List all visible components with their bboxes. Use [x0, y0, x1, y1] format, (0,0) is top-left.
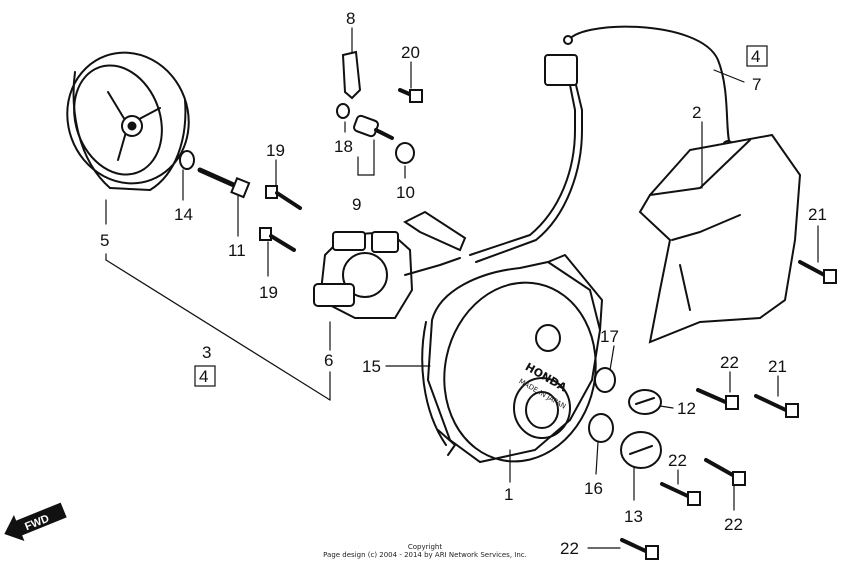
cap-13: [620, 431, 662, 469]
bolt-21-lower: [754, 394, 799, 418]
callout-8: 8: [346, 9, 355, 28]
bolt-19-lower: [259, 227, 296, 252]
o-ring-17: [594, 367, 616, 393]
callout-17: 17: [600, 327, 619, 346]
callout-22-c: 22: [724, 515, 743, 534]
callout-16: 16: [584, 479, 603, 498]
o-ring-16: [588, 413, 614, 443]
copyright-line-1: Copyright: [408, 543, 442, 551]
bolt-20: [398, 88, 423, 103]
bracket-8: [341, 50, 362, 100]
callout-19-lower: 19: [259, 283, 278, 302]
callout-4-left: 4: [199, 367, 208, 386]
callout-14: 14: [174, 205, 193, 224]
callout-1: 1: [504, 485, 513, 504]
fwd-label: FWD: [23, 513, 51, 534]
cap-12: [628, 389, 662, 415]
callout-21-lower: 21: [768, 357, 787, 376]
leader-lines: [105, 27, 819, 549]
neutral-switch-9: [353, 114, 394, 140]
bolt-19-upper: [265, 185, 302, 210]
stator: [313, 230, 461, 319]
fwd-arrow: FWD: [4, 502, 67, 541]
washer-14: [179, 150, 195, 170]
callout-20: 20: [401, 43, 420, 62]
callout-5: 5: [100, 231, 109, 250]
callout-box-left: [194, 365, 216, 387]
callout-19-upper: 19: [266, 141, 285, 160]
callout-7: 7: [752, 75, 761, 94]
callout-22-a: 22: [720, 353, 739, 372]
callout-2: 2: [692, 103, 701, 122]
callout-9: 9: [352, 195, 361, 214]
bolt-22-d: [620, 538, 659, 560]
callout-15: 15: [362, 357, 381, 376]
callout-11: 11: [228, 241, 246, 260]
bolt-11: [197, 167, 251, 199]
bolt-21-upper: [798, 260, 837, 284]
callout-labels: 8 20 18 9 10 19 14 11 5 19 3 4 6 15 1 4 …: [100, 9, 827, 558]
cap-10: [395, 142, 415, 164]
callout-4-right: 4: [751, 47, 760, 66]
callout-21-upper: 21: [808, 205, 827, 224]
callout-13: 13: [624, 507, 643, 526]
bolt-22-b: [704, 458, 746, 486]
crankcase-cover: HONDA MADE IN JAPAN: [426, 254, 603, 464]
callout-22-d: 22: [560, 539, 579, 558]
wire-clamp: [403, 210, 467, 252]
callout-12: 12: [677, 399, 696, 418]
callout-6: 6: [324, 351, 333, 370]
bolt-22-a: [696, 388, 739, 410]
gasket-15: [421, 321, 447, 446]
bolt-22-c: [660, 482, 701, 506]
flywheel: [66, 51, 190, 191]
cover-2: [638, 133, 802, 344]
copyright-line-2: Page design (c) 2004 - 2014 by ARI Netwo…: [323, 551, 527, 559]
callout-10: 10: [396, 183, 415, 202]
callout-22-b: 22: [668, 451, 687, 470]
callout-18: 18: [334, 137, 353, 156]
callout-box-right: [746, 45, 768, 67]
o-ring-18: [336, 103, 350, 119]
callout-3: 3: [202, 343, 211, 362]
